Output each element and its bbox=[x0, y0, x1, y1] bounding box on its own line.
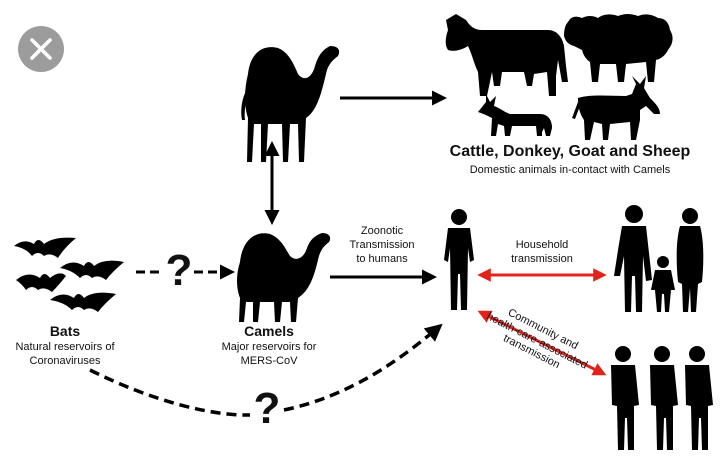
zoonotic-label-line1: Zoonotic bbox=[360, 225, 404, 237]
arrow-bats-to-human-curved-end bbox=[283, 323, 443, 412]
household-label-line2: transmission bbox=[511, 253, 573, 265]
unknown-route-mark-bats-camels: ? bbox=[165, 246, 193, 295]
household-label-line1: Household bbox=[515, 239, 569, 251]
close-icon bbox=[30, 38, 52, 60]
sheep-silhouette bbox=[564, 14, 673, 82]
bats-title: Bats bbox=[49, 323, 81, 339]
arrow-community-transmission bbox=[477, 310, 607, 376]
zoonotic-label-line3: to humans bbox=[356, 253, 408, 265]
camels-subtitle-line2: MERS-CoV bbox=[240, 355, 298, 367]
bats-subtitle-line1: Natural reservoirs of bbox=[15, 341, 115, 353]
camels-subtitle-line1: Major reservoirs for bbox=[221, 341, 317, 353]
donkey-silhouette bbox=[572, 76, 660, 140]
group-silhouette bbox=[611, 346, 713, 450]
zoonotic-label-line2: Transmission bbox=[349, 239, 415, 251]
human-silhouette bbox=[444, 209, 474, 310]
domestic-animals-subtitle: Domestic animals in-contact with Camels bbox=[469, 164, 671, 176]
arrow-bats-to-human-curved bbox=[89, 368, 251, 417]
unknown-route-mark-bats-humans: ? bbox=[253, 384, 281, 433]
camel-top-silhouette bbox=[241, 46, 340, 162]
camels-title: Camels bbox=[244, 323, 294, 339]
camel-middle-silhouette bbox=[237, 233, 331, 322]
goat-silhouette bbox=[478, 94, 552, 136]
family-silhouette bbox=[614, 205, 704, 312]
bats-subtitle-line2: Coronaviruses bbox=[29, 355, 101, 367]
close-button[interactable] bbox=[18, 26, 64, 72]
cow-silhouette bbox=[445, 14, 568, 96]
bats-silhouette bbox=[14, 237, 124, 312]
domestic-animals-title: Cattle, Donkey, Goat and Sheep bbox=[449, 143, 691, 160]
